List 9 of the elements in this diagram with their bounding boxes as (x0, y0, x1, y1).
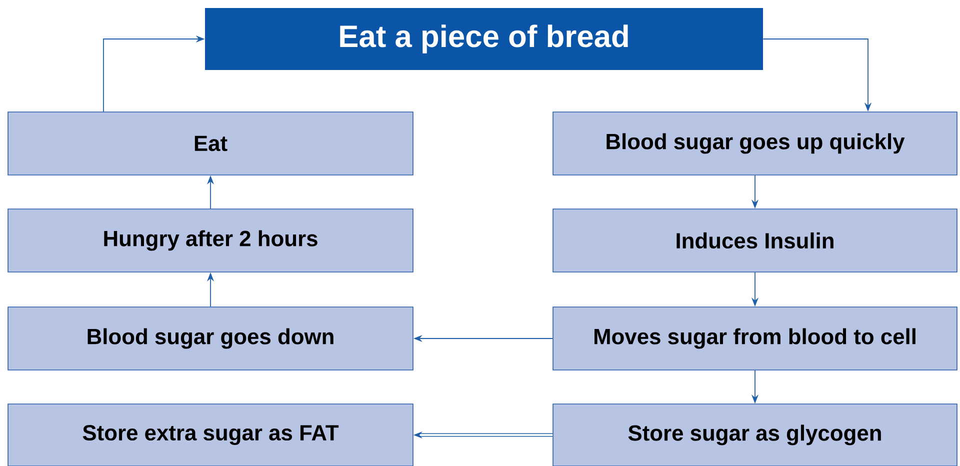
process-box: Hungry after 2 hours (8, 208, 414, 272)
process-box: Moves sugar from blood to cell (552, 306, 958, 370)
process-box: Blood sugar goes down (8, 306, 414, 370)
title-box: Eat a piece of bread (205, 8, 763, 70)
process-box: Eat (8, 112, 414, 176)
process-box: Blood sugar goes up quickly (552, 112, 958, 176)
process-box: Store extra sugar as FAT (8, 404, 414, 466)
process-box: Induces Insulin (552, 208, 958, 272)
process-box: Store sugar as glycogen (552, 404, 958, 466)
